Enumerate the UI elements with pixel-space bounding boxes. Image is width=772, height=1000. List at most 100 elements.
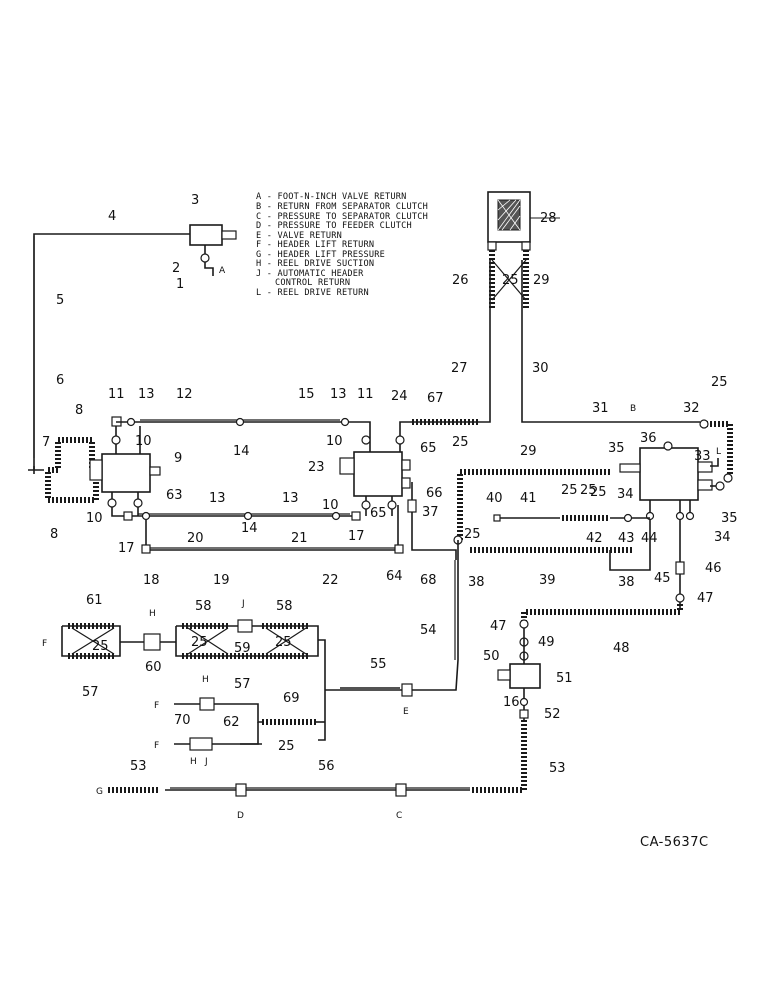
part-label: 34 xyxy=(617,487,634,502)
legend-item-b: B - RETURN FROM SEPARATOR CLUTCH xyxy=(256,202,428,212)
port-letter-f: F xyxy=(42,639,47,649)
drawing-code: CA-5637C xyxy=(640,835,709,850)
part-label: 35 xyxy=(721,511,738,526)
part-label: 46 xyxy=(705,561,722,576)
part-label: 11 xyxy=(357,387,374,402)
part-label: 43 xyxy=(618,531,635,546)
part-label: 57 xyxy=(82,685,99,700)
part-label: 2 xyxy=(172,261,180,276)
legend-item-j-cont: CONTROL RETURN xyxy=(275,278,350,288)
part-label: 32 xyxy=(683,401,700,416)
part-label: 14 xyxy=(241,521,258,536)
part-label: 22 xyxy=(322,573,339,588)
part-label: 10 xyxy=(326,434,343,449)
part-label: 34 xyxy=(714,530,731,545)
part-label: 25 xyxy=(502,273,519,288)
part-label: 44 xyxy=(641,531,658,546)
part-label: 62 xyxy=(223,715,240,730)
part-label: 3 xyxy=(191,193,199,208)
part-label: 11 xyxy=(108,387,125,402)
part-label: 58 xyxy=(276,599,293,614)
port-letter-a: A xyxy=(219,266,226,276)
part-label: 40 xyxy=(486,491,503,506)
port-letter-g: G xyxy=(96,787,103,797)
part-label: 47 xyxy=(490,619,507,634)
part-label: 36 xyxy=(640,431,657,446)
part-label: 63 xyxy=(166,488,183,503)
part-label: 53 xyxy=(549,761,566,776)
port-letter-l: L xyxy=(716,447,721,457)
part-label: 15 xyxy=(298,387,315,402)
part-label: 38 xyxy=(618,575,635,590)
part-label: 26 xyxy=(452,273,469,288)
part-label: 17 xyxy=(118,541,135,556)
part-label: 21 xyxy=(291,531,308,546)
legend-item-a: A - FOOT-N-INCH VALVE RETURN xyxy=(256,192,406,202)
part-label: 23 xyxy=(308,460,325,475)
part-label: 16 xyxy=(503,695,520,710)
port-letter-b: B xyxy=(630,404,636,414)
part-label: 60 xyxy=(145,660,162,675)
part-label: 70 xyxy=(174,713,191,728)
part-label: 65 xyxy=(420,441,437,456)
part-label: 25 xyxy=(561,483,578,498)
part-label: 56 xyxy=(318,759,335,774)
part-label: 25 xyxy=(464,527,481,542)
part-label: 27 xyxy=(451,361,468,376)
part-label: 49 xyxy=(538,635,555,650)
part-label: 25 xyxy=(452,435,469,450)
port-letter-h: H xyxy=(149,609,156,619)
part-label: 52 xyxy=(544,707,561,722)
port-letter-j: J xyxy=(241,599,245,609)
part-label: 4 xyxy=(108,209,116,224)
legend-item-d: D - PRESSURE TO FEEDER CLUTCH xyxy=(256,221,412,231)
port-letter-d: D xyxy=(237,811,244,821)
part-label: 25 xyxy=(278,739,295,754)
part-label: 7 xyxy=(42,435,50,450)
part-label: 19 xyxy=(213,573,230,588)
part-label: 13 xyxy=(209,491,226,506)
legend-item-e: E - VALVE RETURN xyxy=(256,231,342,241)
part-label: 25 xyxy=(590,485,607,500)
part-label: 41 xyxy=(520,491,537,506)
legend-item-h: H - REEL DRIVE SUCTION xyxy=(256,259,374,269)
part-label: 51 xyxy=(556,671,573,686)
part-label: 66 xyxy=(426,486,443,501)
part-label: 42 xyxy=(586,531,603,546)
part-label: 13 xyxy=(330,387,347,402)
part-label: 13 xyxy=(138,387,155,402)
port-letter-j: J xyxy=(204,757,208,767)
part-label: 65 xyxy=(370,506,387,521)
port-letter-f: F xyxy=(154,701,159,711)
part-label: 13 xyxy=(282,491,299,506)
legend-item-g: G - HEADER LIFT PRESSURE xyxy=(256,250,385,260)
legend: A - FOOT-N-INCH VALVE RETURN B - RETURN … xyxy=(256,192,428,298)
part-label: 50 xyxy=(483,649,500,664)
legend-item-j: J - AUTOMATIC HEADER xyxy=(256,269,364,279)
part-label: 10 xyxy=(322,498,339,513)
legend-item-l: L - REEL DRIVE RETURN xyxy=(256,288,369,298)
part-label: 29 xyxy=(520,444,537,459)
port-letter-h: H xyxy=(202,675,209,685)
part-label: 54 xyxy=(420,623,437,638)
part-label: 10 xyxy=(86,511,103,526)
part-label: 67 xyxy=(427,391,444,406)
part-label: 5 xyxy=(56,293,64,308)
part-label: 29 xyxy=(533,273,550,288)
part-label: 58 xyxy=(195,599,212,614)
part-label: 25 xyxy=(580,483,597,498)
part-label: 6 xyxy=(56,373,64,388)
part-label: 10 xyxy=(135,434,152,449)
port-letter-f: F xyxy=(154,741,159,751)
part-label: 61 xyxy=(86,593,103,608)
legend-item-c: C - PRESSURE TO SEPARATOR CLUTCH xyxy=(256,212,428,222)
part-label: 38 xyxy=(468,575,485,590)
part-label: 18 xyxy=(143,573,160,588)
part-label: 17 xyxy=(348,529,365,544)
part-label: 30 xyxy=(532,361,549,376)
part-label: 53 xyxy=(130,759,147,774)
part-label: 45 xyxy=(654,571,671,586)
part-label: 8 xyxy=(75,403,83,418)
part-label: 20 xyxy=(187,531,204,546)
